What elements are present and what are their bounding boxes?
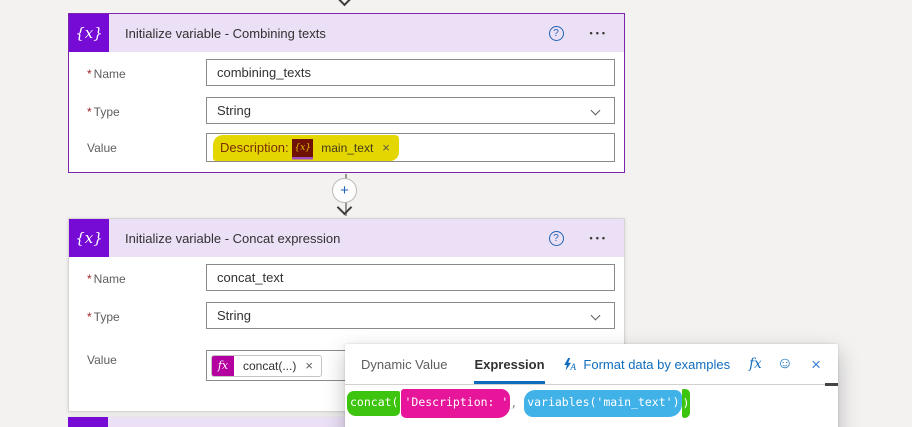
yellow-marker-highlight: Description: {x} main_text × [213,134,399,161]
smiley-icon[interactable]: ☺ [776,355,794,372]
name-field-label: *Name [87,272,126,286]
value-field-label: Value [87,353,117,367]
tab-expression[interactable]: Expression [474,344,544,384]
required-asterisk: * [87,67,92,81]
action-title: Initialize variable - Concat expression [125,230,341,246]
chevron-down-icon[interactable] [590,105,601,116]
type-dropdown[interactable]: String [206,97,615,124]
type-dropdown[interactable]: String [206,302,615,329]
remove-token-icon[interactable]: × [305,358,313,373]
blue-marker-highlight: variables('main_text') [524,390,682,417]
green-marker-highlight: concat( [347,391,401,416]
variable-action-icon: {x} [69,14,109,52]
action-card-header[interactable]: {x} Initialize variable - Combining text… [69,14,624,52]
menu-ellipsis-icon[interactable]: ••• [589,28,608,38]
name-input[interactable]: combining_texts [206,59,615,86]
expression-plain-text: , [510,396,525,410]
expression-input[interactable]: concat( 'Description: ' , variables('mai… [347,389,691,418]
token-label: concat(...) [243,358,297,373]
name-input-value: combining_texts [217,65,311,80]
expression-token[interactable]: fx concat(...) × [211,354,322,377]
menu-ellipsis-icon[interactable]: ••• [589,233,608,243]
format-link-label: Format data by examples [583,356,731,372]
format-data-by-examples-link[interactable]: A Format data by examples [562,357,730,372]
name-input[interactable]: concat_text [206,264,615,291]
required-asterisk: * [87,272,92,286]
name-input-value: concat_text [217,270,284,285]
type-dropdown-value: String [217,308,251,323]
dynamic-content-token[interactable]: {x} main_text [292,138,382,157]
separator-end-mark [825,383,838,386]
value-field-label: Value [87,141,117,155]
variable-action-icon: {x} [69,219,109,257]
help-icon[interactable]: ? [548,25,564,41]
insert-step-button[interactable]: + [332,178,357,203]
tab-dynamic-value[interactable]: Dynamic Value [361,356,448,372]
type-dropdown-value: String [217,103,251,118]
chevron-down-icon[interactable] [590,310,601,321]
close-icon[interactable]: × [811,354,821,374]
token-label: main_text [321,140,374,155]
popup-header: Dynamic Value Expression A Format data b… [345,344,838,386]
connector-arrow-icon [336,0,353,7]
lightning-a-icon: A [562,357,577,372]
green-marker-highlight: ) [681,389,691,418]
action-title: Initialize variable - Combining texts [125,25,326,41]
type-field-label: *Type [87,105,120,119]
help-icon[interactable]: ? [548,230,564,246]
variable-action-icon [68,417,108,427]
required-asterisk: * [87,105,92,119]
pink-marker-highlight: 'Description: ' [401,389,511,418]
header-actions: ? ••• [548,25,624,41]
header-actions: ? ••• [548,230,624,246]
action-card-combining-texts[interactable]: {x} Initialize variable - Combining text… [68,13,625,173]
svg-text:A: A [570,363,577,372]
variable-token-icon: {x} [292,138,314,157]
value-input[interactable]: Description: {x} main_text × [206,133,615,162]
remove-token-icon[interactable]: × [382,140,390,155]
value-text: Description: [220,140,293,155]
type-field-label: *Type [87,310,120,324]
required-asterisk: * [87,310,92,324]
fx-icon[interactable]: fx [749,356,762,372]
action-card-header[interactable]: {x} Initialize variable - Concat express… [69,219,624,257]
expression-editor-popup: Dynamic Value Expression A Format data b… [345,344,838,427]
name-field-label: *Name [87,67,126,81]
fx-token-icon: fx [212,355,234,376]
